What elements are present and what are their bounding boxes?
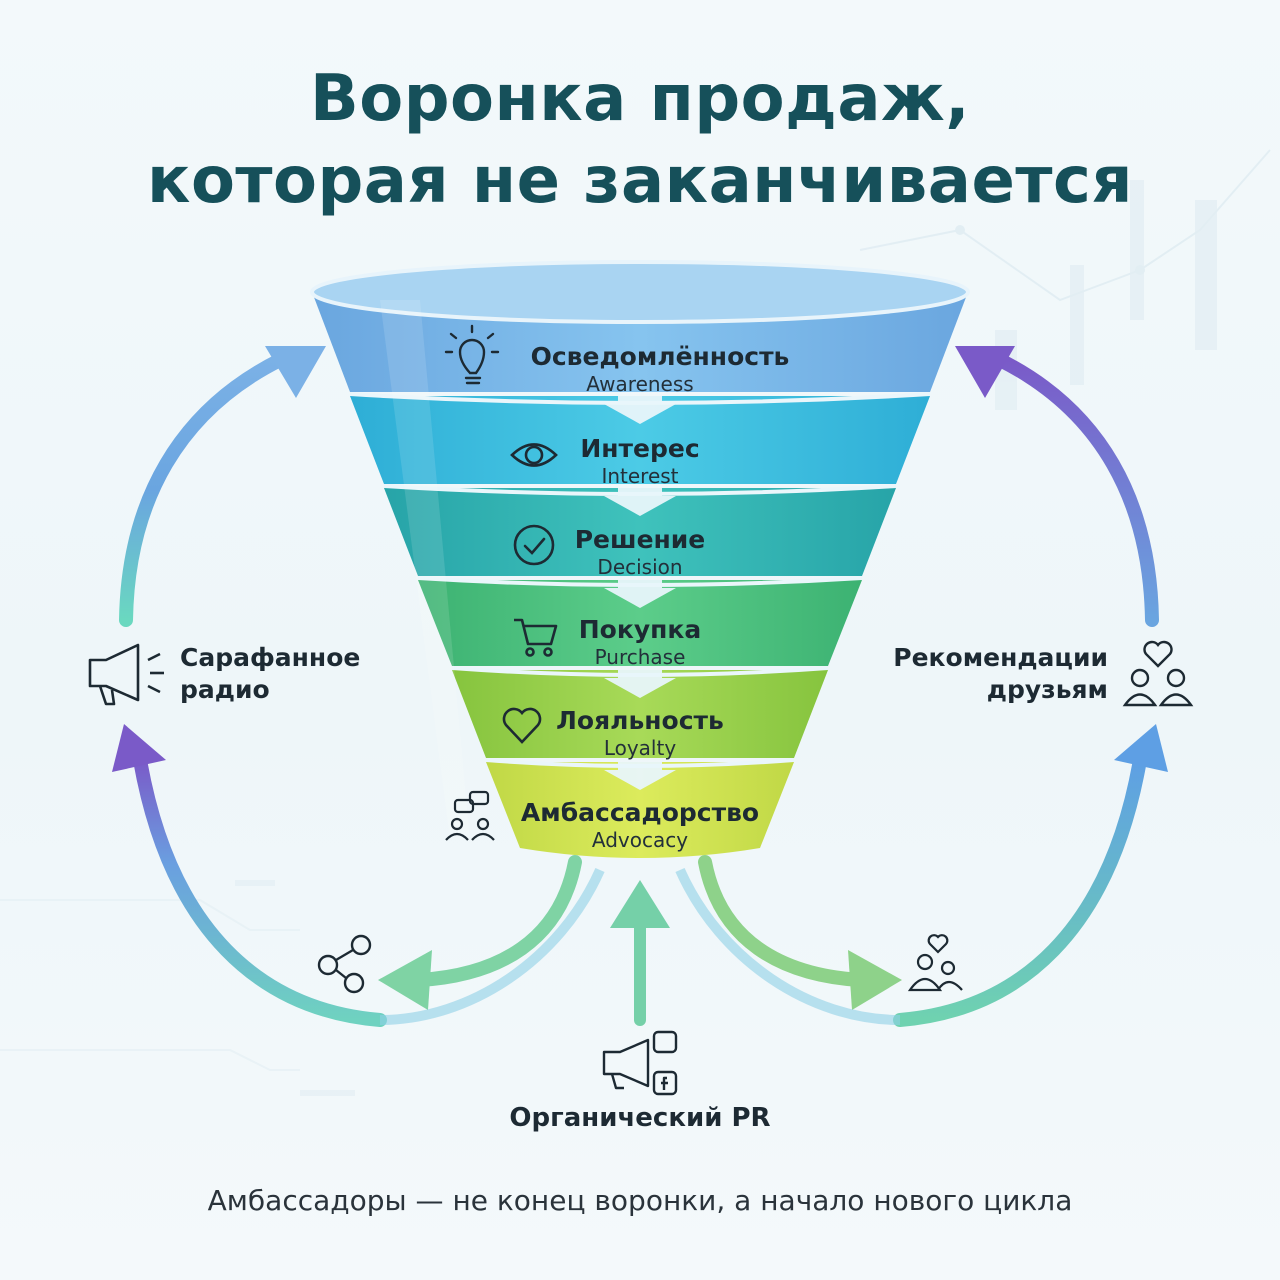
- stage-decision: Решение Decision: [380, 525, 900, 579]
- heart-icon: [502, 707, 542, 744]
- share-icon: [317, 934, 372, 994]
- megaphone-icon: [88, 643, 164, 706]
- shopping-cart-icon: [514, 618, 558, 657]
- funnel-band-loyalty: [452, 670, 828, 758]
- page-title: Воронка продаж, которая не заканчивается: [0, 58, 1280, 222]
- check-circle-icon: [513, 524, 555, 566]
- megaphone-social-icon: [602, 1030, 678, 1096]
- label-word-of-mouth: Сарафанное радио: [180, 642, 360, 706]
- label-word-of-mouth-line2: радио: [180, 675, 270, 704]
- stage-purchase: Покупка Purchase: [380, 615, 900, 669]
- label-recommendations: Рекомендации друзьям: [893, 642, 1108, 706]
- stage-advocacy-ru: Амбассадорство: [520, 798, 760, 827]
- funnel-band-interest: [350, 396, 930, 484]
- funnel-band-decision: [384, 488, 896, 576]
- label-organic-pr: Органический PR: [509, 1103, 771, 1133]
- eye-icon: [510, 443, 558, 467]
- title-line-2: которая не заканчивается: [147, 144, 1133, 218]
- label-word-of-mouth-line1: Сарафанное: [180, 643, 361, 672]
- stage-loyalty: Лояльность Loyalty: [380, 706, 900, 760]
- label-recommendations-line1: Рекомендации: [893, 643, 1108, 672]
- friends-heart-icon: [1122, 640, 1194, 707]
- arrows-from-advocacy: [378, 855, 902, 1026]
- stage-loyalty-en: Loyalty: [603, 736, 677, 760]
- stage-interest-ru: Интерес: [580, 434, 700, 463]
- stage-purchase-en: Purchase: [594, 645, 686, 669]
- stage-awareness-ru: Осведомлённость: [530, 342, 790, 371]
- stage-awareness: Осведомлённость Awareness: [380, 342, 900, 396]
- stage-interest: Интерес Interest: [380, 434, 900, 488]
- arrow-right-lower: [893, 724, 1168, 1027]
- title-line-1: Воронка продаж,: [309, 62, 971, 136]
- arrow-right-up: [955, 346, 1159, 627]
- friends-heart-icon-lower: [907, 934, 963, 992]
- stage-loyalty-ru: Лояльность: [556, 706, 724, 735]
- funnel-band-advocacy: [486, 762, 794, 858]
- funnel-rim: [310, 260, 970, 324]
- footer-caption: Амбассадоры — не конец воронки, а начало…: [207, 1184, 1073, 1217]
- stage-decision-ru: Решение: [574, 525, 706, 554]
- stage-purchase-ru: Покупка: [578, 615, 702, 644]
- lightbulb-icon: [444, 324, 500, 385]
- stage-interest-en: Interest: [601, 464, 679, 488]
- label-recommendations-line2: друзьям: [986, 675, 1108, 704]
- stage-decision-en: Decision: [597, 555, 683, 579]
- stage-advocacy: Амбассадорство Advocacy: [380, 798, 900, 852]
- stage-advocacy-en: Advocacy: [591, 828, 689, 852]
- arrow-left-up: [119, 346, 326, 627]
- arrow-left-lower: [112, 724, 387, 1027]
- people-chat-icon: [445, 790, 495, 841]
- stage-awareness-en: Awareness: [586, 372, 694, 396]
